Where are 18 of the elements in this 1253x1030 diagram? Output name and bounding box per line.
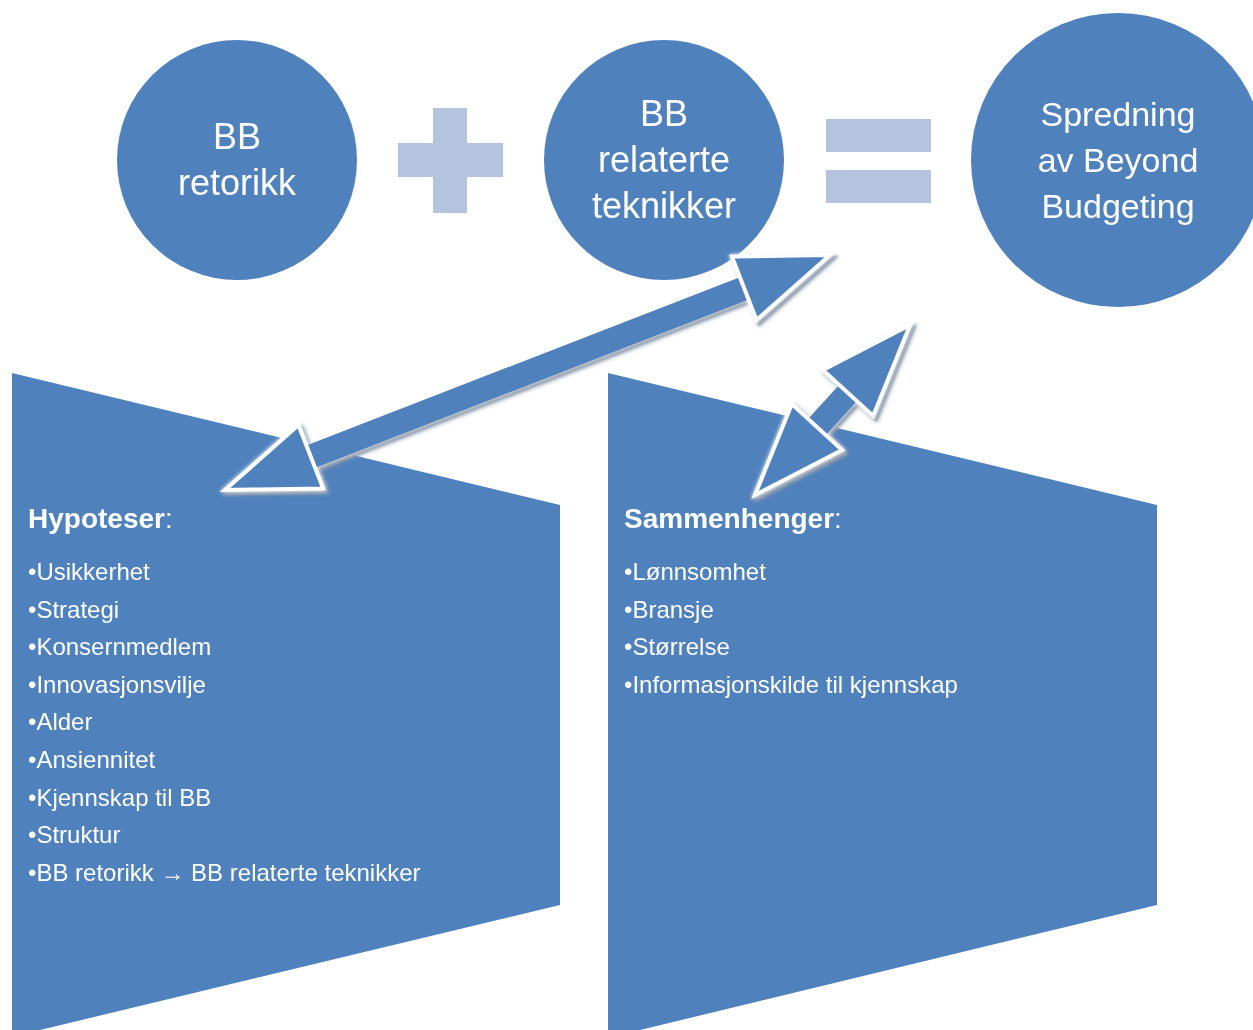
circle-label: BB retorikk [177, 115, 297, 205]
list-item: •Ansiennitet [28, 746, 156, 774]
list-item: •Innovasjonsvilje [28, 670, 206, 699]
list-item: •Størrelse [624, 633, 730, 662]
circle-label: Spredning av Beyond Budgeting [1036, 94, 1200, 227]
list-item: •Usikkerhet [28, 558, 150, 586]
list-item: •Konsernmedlem [28, 633, 212, 662]
list-item: •Alder [28, 708, 93, 737]
list-item: •Kjennskap til BB [28, 783, 212, 812]
list-item: •Bransje [624, 595, 714, 624]
panel-heading: Sammenhenger: [624, 503, 842, 535]
panel-heading: Hypoteser: [28, 503, 173, 535]
list-item: •Struktur [28, 821, 121, 850]
circle-label: BB relaterte teknikker [590, 92, 738, 228]
list-item: •Strategi [28, 595, 120, 624]
list-item: •BB retorikk → BB relaterte teknikker [28, 858, 421, 887]
list-item: •Informasjonskilde til kjennskap [624, 670, 958, 699]
list-item: •Lønnsomhet [624, 558, 766, 586]
